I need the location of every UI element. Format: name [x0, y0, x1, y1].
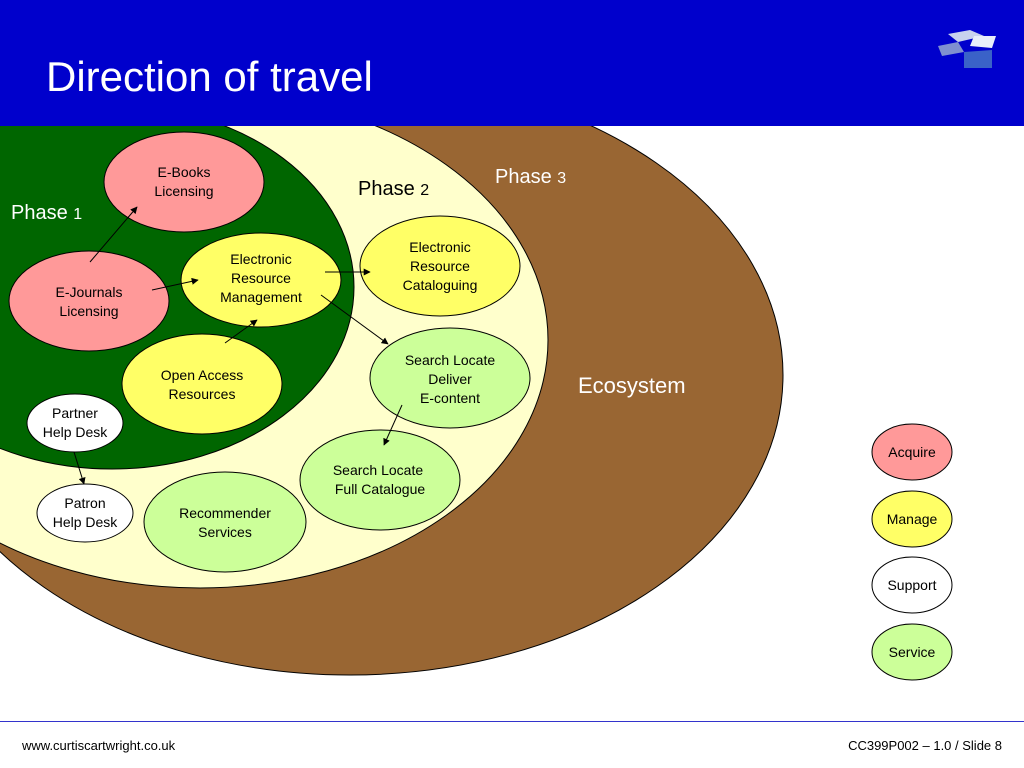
arrow-partner-to-patron — [73, 451, 86, 485]
svg-text:Full Catalogue: Full Catalogue — [335, 481, 425, 497]
node-electronic-resource-cataloguing: Electronic Resource Cataloguing — [359, 215, 521, 317]
svg-text:Services: Services — [198, 524, 252, 540]
node-ejournals-licensing: E-Journals Licensing — [8, 250, 170, 352]
node-search-locate-deliver-econtent: Search Locate Deliver E-content — [369, 327, 531, 429]
svg-text:E-content: E-content — [420, 390, 480, 406]
svg-text:Management: Management — [220, 289, 302, 305]
ecosystem-label: Ecosystem — [578, 373, 686, 398]
node-search-locate-full-catalogue: Search Locate Full Catalogue — [299, 429, 461, 531]
svg-text:Help Desk: Help Desk — [53, 514, 119, 530]
svg-text:Support: Support — [887, 577, 936, 593]
footer-website: www.curtiscartwright.co.uk — [22, 738, 176, 753]
legend-service: Service — [871, 623, 953, 681]
node-ebooks-licensing: E-Books Licensing — [103, 131, 265, 233]
svg-text:Open Access: Open Access — [161, 367, 244, 383]
legend-acquire: Acquire — [871, 423, 953, 481]
node-open-access-resources: Open Access Resources — [121, 333, 283, 435]
svg-text:Licensing: Licensing — [59, 303, 118, 319]
svg-text:E-Journals: E-Journals — [56, 284, 123, 300]
title-bar — [0, 0, 1024, 126]
legend-support: Support — [871, 556, 953, 614]
arrow-ejournals-to-erm — [151, 277, 199, 291]
svg-text:Recommender: Recommender — [179, 505, 271, 521]
phase1-label: Phase 1 — [11, 202, 82, 224]
svg-text:Resource: Resource — [231, 270, 291, 286]
svg-text:Deliver: Deliver — [428, 371, 472, 387]
company-logo-icon — [938, 30, 996, 68]
svg-text:Resources: Resources — [169, 386, 236, 402]
phase3-label: Phase 3 — [495, 166, 566, 188]
svg-text:Electronic: Electronic — [230, 251, 291, 267]
arrow-openaccess-to-erm — [224, 319, 258, 344]
svg-text:Partner: Partner — [52, 405, 98, 421]
svg-text:Resource: Resource — [410, 258, 470, 274]
node-patron-help-desk: Patron Help Desk — [36, 483, 134, 543]
svg-text:E-Books: E-Books — [158, 164, 211, 180]
footer-divider — [0, 721, 1024, 722]
svg-text:Cataloguing: Cataloguing — [403, 277, 478, 293]
svg-text:Licensing: Licensing — [154, 183, 213, 199]
node-recommender-services: Recommender Services — [143, 471, 307, 573]
arrow-ejournals-to-ebooks — [89, 206, 138, 263]
svg-text:Search Locate: Search Locate — [333, 462, 423, 478]
slide-title: Direction of travel — [46, 53, 373, 100]
phase2-label: Phase 2 — [358, 178, 429, 200]
svg-text:Manage: Manage — [887, 511, 938, 527]
arrow-search-locate-deliver-to-full-catalogue — [383, 404, 403, 446]
svg-text:Service: Service — [889, 644, 936, 660]
footer-slide-reference: CC399P002 – 1.0 / Slide 8 — [848, 738, 1002, 753]
svg-text:Help Desk: Help Desk — [43, 424, 109, 440]
direction-of-travel-diagram: Phase 1 Phase 2 Phase 3 Ecosystem E-Book… — [0, 126, 953, 681]
svg-text:Electronic: Electronic — [409, 239, 470, 255]
node-electronic-resource-management: Electronic Resource Management — [180, 232, 342, 328]
svg-text:Search Locate: Search Locate — [405, 352, 495, 368]
svg-text:Patron: Patron — [64, 495, 105, 511]
svg-text:Acquire: Acquire — [888, 444, 936, 460]
legend-manage: Manage — [871, 490, 953, 548]
arrow-erm-to-search-locate-deliver — [320, 294, 389, 345]
node-partner-help-desk: Partner Help Desk — [26, 393, 124, 453]
